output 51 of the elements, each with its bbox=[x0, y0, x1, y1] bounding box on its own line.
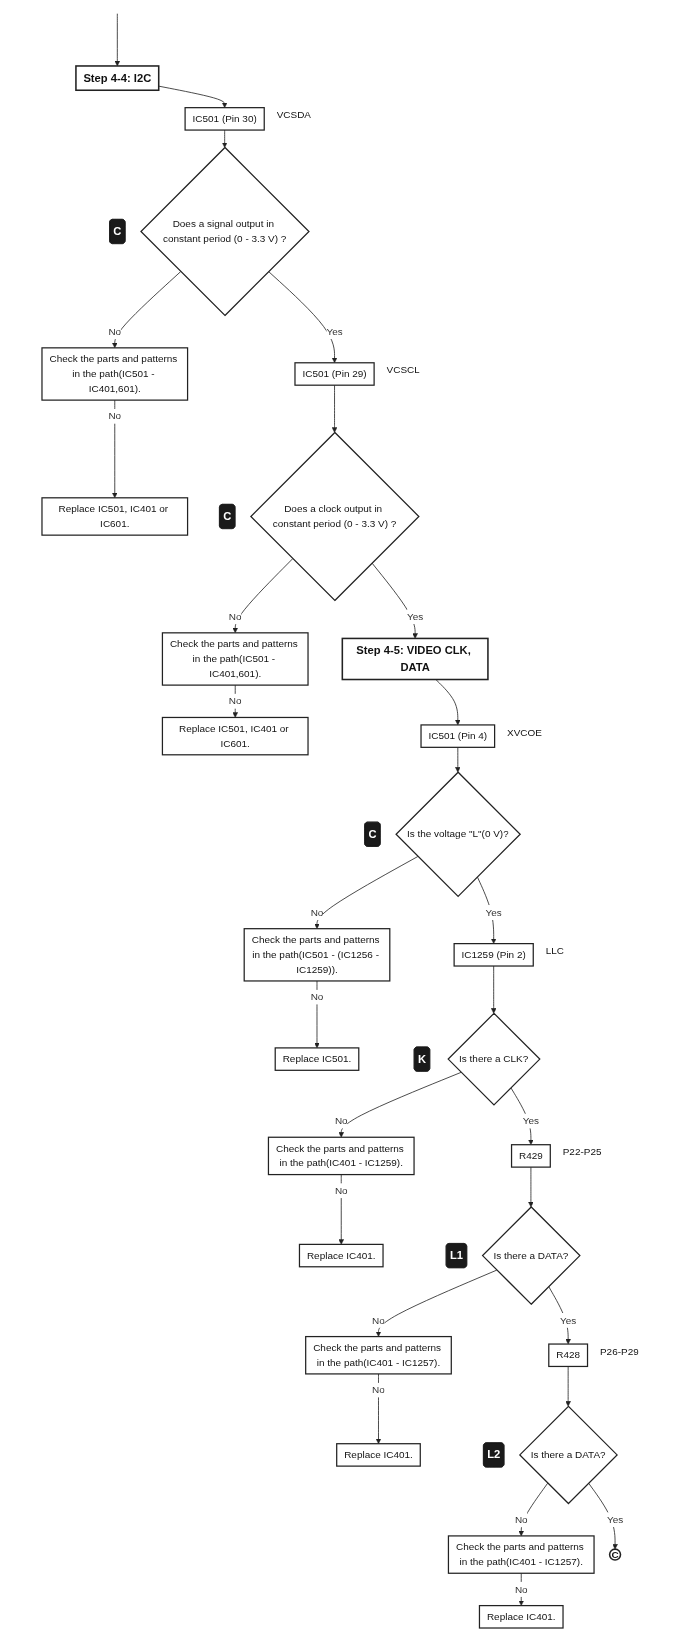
node-box: IC501 (Pin 29) bbox=[294, 362, 375, 386]
edge-label: No bbox=[372, 1314, 385, 1326]
node-box: Check the parts and patterns in the path(IC501 - IC401,601). bbox=[41, 347, 189, 401]
edge-label: No bbox=[334, 1115, 348, 1127]
edge-label: No bbox=[108, 410, 122, 422]
node-box: Check the parts and patterns in the path(IC401 - IC1257). bbox=[447, 1535, 595, 1574]
node-label: P26-P29 bbox=[599, 1345, 639, 1357]
edge-label: No bbox=[514, 1583, 528, 1595]
node-box: Replace IC501. bbox=[274, 1047, 360, 1071]
edge-label: No bbox=[310, 906, 324, 918]
node-label: P22-P25 bbox=[562, 1146, 602, 1158]
node-box: IC1259 (Pin 2) bbox=[453, 943, 534, 967]
node-label: LLC bbox=[545, 945, 564, 957]
node-box: R428 bbox=[548, 1343, 589, 1368]
node-diamond: Does a clock output in constant period (0 - 3.3 V) ? bbox=[249, 431, 420, 602]
node-circle: C bbox=[608, 1548, 622, 1561]
node-box: IC501 (Pin 4) bbox=[420, 724, 496, 748]
node-box: Check the parts and patterns in the path(IC501 - (IC1256 - IC1259)). bbox=[243, 928, 391, 982]
node-diamond: Is the voltage "L"(0 V)? bbox=[395, 771, 521, 898]
edge-label: Yes bbox=[326, 326, 343, 337]
node-box: Check the parts and patterns in the path(IC401 - IC1259). bbox=[267, 1136, 415, 1176]
node-box: Check the parts and patterns in the path(IC401 - IC1257). bbox=[305, 1335, 452, 1375]
node-label: XVCOE bbox=[506, 726, 542, 738]
node-diamond: Is there a DATA? bbox=[518, 1405, 618, 1505]
node-box: Check the parts and patterns in the path(IC501 - IC401,601). bbox=[161, 632, 309, 686]
edge-label: No bbox=[514, 1514, 528, 1525]
node-box: Step 4-4: I2C bbox=[75, 65, 160, 91]
edge-label: No bbox=[228, 695, 242, 707]
node-box: Replace IC401. bbox=[298, 1243, 384, 1268]
node-diamond: Does a signal output in constant period (0 - 3.3 V) ? bbox=[140, 146, 310, 317]
edge-label: No bbox=[372, 1384, 385, 1396]
edge-label: Yes bbox=[559, 1314, 577, 1326]
node-label: VCSCL bbox=[386, 364, 420, 376]
node-box: R429 bbox=[510, 1144, 551, 1168]
edge-label: Yes bbox=[406, 611, 424, 622]
edge-label: Yes bbox=[522, 1115, 539, 1127]
node-box: IC501 (Pin 30) bbox=[184, 107, 265, 131]
edge-label: No bbox=[310, 991, 324, 1003]
edge-label: Yes bbox=[485, 906, 502, 918]
edge-label: No bbox=[228, 611, 242, 622]
edge-label: No bbox=[108, 326, 122, 337]
node-box: Replace IC501, IC401 or IC601. bbox=[161, 716, 309, 756]
edge-label: Yes bbox=[606, 1514, 624, 1525]
node-label: VCSDA bbox=[276, 109, 311, 121]
edge-label: No bbox=[334, 1185, 348, 1196]
node-box: Replace IC401. bbox=[478, 1605, 564, 1629]
node-box: Step 4-5: VIDEO CLK, DATA bbox=[341, 637, 489, 681]
node-box: Replace IC501, IC401 or IC601. bbox=[41, 497, 189, 536]
node-box: Replace IC401. bbox=[336, 1443, 421, 1467]
node-diamond: Is there a DATA? bbox=[481, 1206, 581, 1306]
node-diamond: Is there a CLK? bbox=[447, 1012, 541, 1106]
